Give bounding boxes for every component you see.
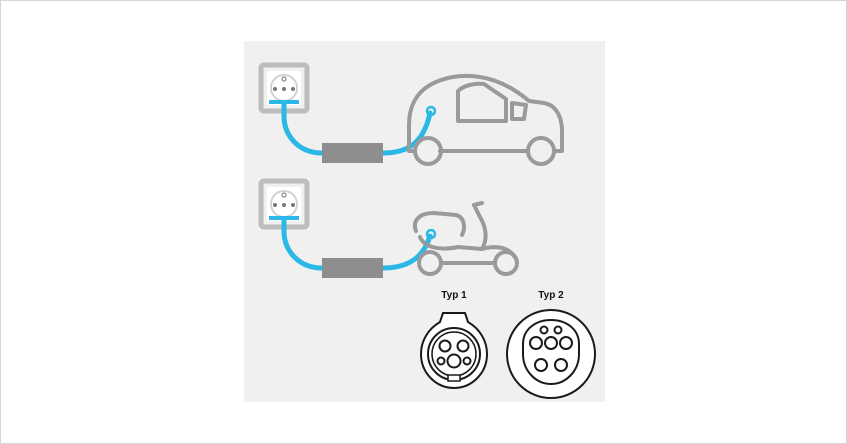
type1-connector-icon [419, 312, 489, 390]
type2-label: Typ 2 [538, 290, 564, 301]
charging-cable-icon [281, 217, 437, 278]
type1-label: Typ 1 [441, 290, 467, 301]
type2-connector-icon [506, 309, 596, 399]
charging-diagram: Typ 1 Typ 2 [258, 62, 596, 399]
diagram-panel: Typ 1 Typ 2 [244, 41, 605, 402]
charging-cable-icon [281, 101, 437, 163]
scooter-icon [413, 201, 519, 276]
car-icon [407, 73, 564, 166]
